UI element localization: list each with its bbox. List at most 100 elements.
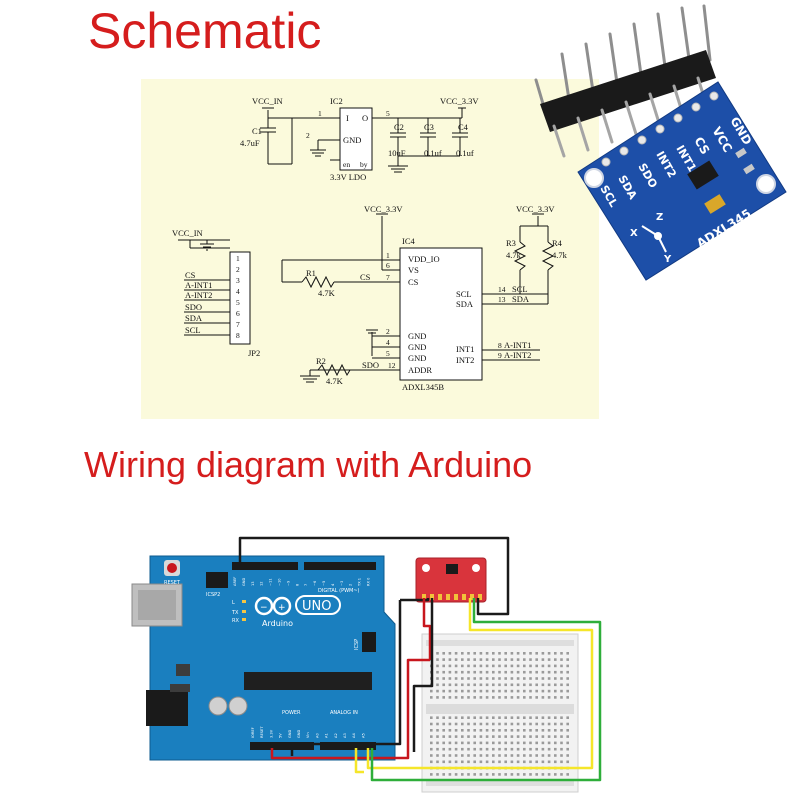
breadboard-hole bbox=[504, 664, 507, 668]
breadboard-hole bbox=[516, 677, 520, 680]
ldo-pin5: 5 bbox=[386, 109, 390, 118]
breadboard-hole bbox=[448, 683, 452, 687]
breadboard-hole bbox=[529, 773, 532, 776]
breadboard-hole bbox=[454, 773, 458, 776]
breadboard-hole bbox=[498, 722, 501, 726]
header-pin-label: ~10 bbox=[278, 578, 282, 586]
ldo-labels: VCC_IN IC2 I O GND en by 3.3V LDO 1 2 5 … bbox=[240, 96, 479, 182]
breadboard-hole bbox=[442, 760, 445, 764]
schematic-title: Schematic bbox=[88, 3, 322, 59]
ic4-pin-scl: SCL bbox=[456, 289, 472, 299]
breadboard-hole bbox=[436, 677, 439, 680]
breadboard-hole bbox=[523, 716, 526, 719]
breadboard-hole bbox=[454, 683, 458, 687]
breadboard-hole bbox=[492, 664, 495, 668]
header-plastic bbox=[540, 50, 716, 132]
arduino-logo bbox=[254, 596, 292, 616]
breadboard-hole bbox=[436, 722, 439, 726]
wire-vcc-arduino bbox=[270, 658, 430, 760]
ldo-pin-en: en bbox=[343, 160, 350, 169]
breadboard-hole bbox=[479, 754, 483, 757]
accelerometer-chip bbox=[687, 160, 719, 190]
breadboard-hole bbox=[442, 722, 445, 726]
smd-cap bbox=[735, 147, 747, 159]
breadboard-hole bbox=[523, 729, 526, 732]
breadboard-hole bbox=[498, 773, 501, 776]
breadboard-hole bbox=[504, 696, 507, 699]
breadboard-hole bbox=[448, 696, 452, 699]
breadboard-hole bbox=[448, 747, 452, 751]
breadboard-hole bbox=[535, 760, 538, 764]
breadboard-hole bbox=[454, 760, 458, 764]
breadboard-hole bbox=[492, 658, 495, 661]
breadboard-hole bbox=[498, 747, 501, 751]
breadboard-hole bbox=[498, 670, 501, 674]
regulator bbox=[176, 664, 190, 676]
header-pin-label: TX 1 bbox=[358, 578, 362, 587]
breadboard-hole bbox=[461, 652, 464, 655]
breadboard-hole bbox=[467, 729, 470, 732]
breadboard-hole bbox=[479, 658, 483, 661]
breadboard-hole bbox=[529, 652, 532, 655]
breadboard-hole bbox=[467, 664, 470, 668]
breadboard-hole bbox=[541, 689, 545, 693]
breadboard-hole bbox=[448, 729, 452, 732]
mount-hole-right bbox=[756, 174, 776, 194]
breadboard-hole bbox=[547, 664, 551, 668]
breadboard-hole bbox=[492, 735, 495, 738]
breadboard-hole bbox=[523, 754, 526, 757]
r4-val: 4.7k bbox=[552, 250, 568, 260]
breadboard-hole bbox=[535, 652, 538, 655]
breadboard-hole bbox=[523, 773, 526, 776]
breadboard-hole bbox=[448, 670, 452, 674]
header-pin-label: IOREF bbox=[251, 727, 255, 738]
c2-val: 10uF bbox=[388, 148, 406, 158]
breadboard-hole bbox=[492, 689, 495, 693]
breadboard-hole bbox=[535, 689, 538, 693]
breadboard-hole bbox=[529, 696, 532, 699]
breadboard-hole bbox=[461, 741, 464, 745]
power-header bbox=[250, 742, 314, 750]
power-label: POWER bbox=[282, 710, 301, 716]
breadboard-hole bbox=[436, 689, 439, 693]
breadboard-hole bbox=[442, 670, 445, 674]
breadboard-hole bbox=[436, 716, 439, 719]
breadboard-hole bbox=[473, 664, 476, 668]
breadboard-hole bbox=[566, 670, 569, 674]
rx-label: RX bbox=[232, 618, 239, 624]
wire-sda bbox=[370, 598, 602, 782]
breadboard-hole bbox=[479, 747, 483, 751]
breadboard-hole bbox=[492, 652, 495, 655]
breadboard-hole bbox=[479, 696, 483, 699]
breadboard-hole bbox=[479, 741, 483, 745]
breadboard-hole bbox=[448, 773, 452, 776]
breadboard-hole bbox=[436, 735, 439, 738]
jp2-pin-1: 1 bbox=[236, 254, 240, 263]
breadboard-hole bbox=[473, 741, 476, 745]
jp2-pin-7: 7 bbox=[236, 320, 240, 329]
r1-val: 4.7K bbox=[318, 288, 336, 298]
breadboard-hole bbox=[510, 689, 514, 693]
breadboard-hole bbox=[454, 716, 458, 719]
breadboard-hole bbox=[473, 722, 476, 726]
capacitor-1 bbox=[208, 696, 228, 716]
breadboard-hole bbox=[467, 677, 470, 680]
breadboard-hole bbox=[516, 741, 520, 745]
reset-button bbox=[167, 563, 177, 573]
breadboard-hole bbox=[467, 689, 470, 693]
breadboard-hole bbox=[492, 741, 495, 745]
wire-gnd-top bbox=[238, 536, 510, 616]
breadboard-hole bbox=[485, 754, 489, 757]
breadboard-hole bbox=[454, 689, 458, 693]
pcb-pads bbox=[601, 91, 719, 167]
breadboard-hole bbox=[510, 696, 514, 699]
breadboard-hole bbox=[467, 741, 470, 745]
breadboard-hole bbox=[467, 658, 470, 661]
breadboard-hole bbox=[516, 760, 520, 764]
breadboard-hole bbox=[547, 670, 551, 674]
breadboard-hole bbox=[529, 677, 532, 680]
breadboard-hole bbox=[492, 716, 495, 719]
breadboard-hole bbox=[566, 747, 569, 751]
breadboard-hole bbox=[442, 773, 445, 776]
breadboard-hole bbox=[448, 652, 452, 655]
